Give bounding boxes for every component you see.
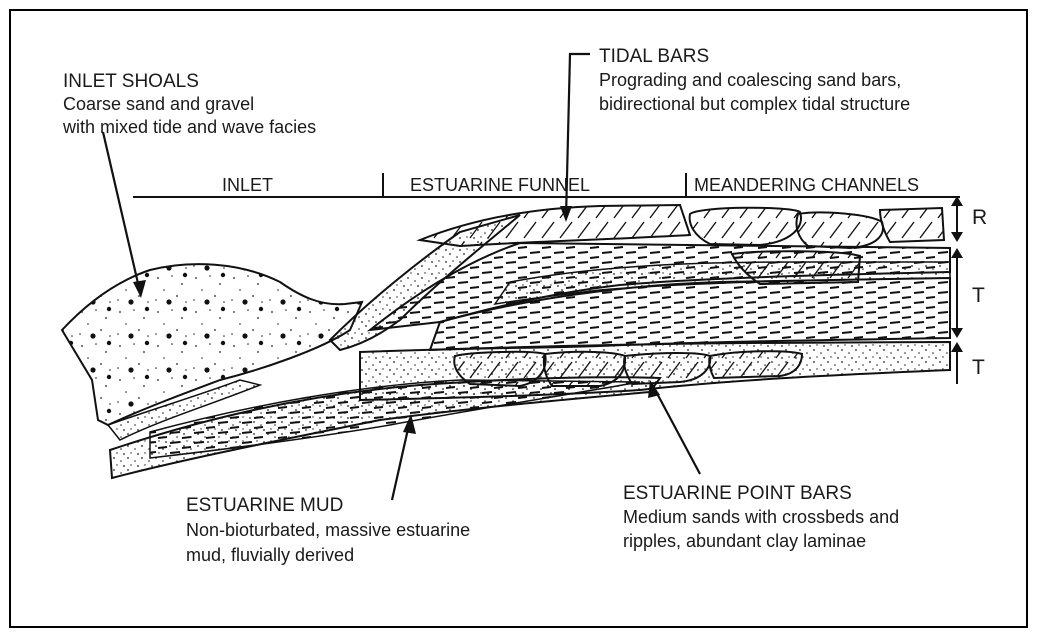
zone-label-estuarine-funnel: ESTUARINE FUNNEL — [410, 175, 590, 195]
point-bars-line1: Medium sands with crossbeds and — [623, 507, 899, 527]
estuarine-mud-line2: mud, fluvially derived — [186, 545, 354, 565]
channel-bar-lens — [880, 208, 944, 242]
side-label-t-upper: T — [972, 284, 985, 307]
inlet-shoals-title: INLET SHOALS — [63, 71, 199, 92]
section-marker-t-lower — [951, 342, 963, 384]
inlet-shoals-line1: Coarse sand and gravel — [63, 94, 254, 114]
section-marker-t-upper — [951, 248, 963, 338]
point-bars-line2: ripples, abundant clay laminae — [623, 531, 866, 551]
estuarine-mud-title: ESTUARINE MUD — [186, 495, 343, 516]
point-bar-lens — [454, 352, 545, 386]
side-label-r: R — [972, 206, 987, 229]
side-label-t-lower: T — [972, 356, 985, 379]
channel-bar-lens — [690, 208, 801, 245]
zone-label-meandering-channels: MEANDERING CHANNELS — [694, 175, 919, 195]
zone-label-inlet: INLET — [222, 175, 273, 195]
channel-bar-lens — [796, 212, 882, 248]
section-marker-r — [951, 196, 963, 242]
inlet-shoals-line2: with mixed tide and wave facies — [62, 117, 316, 137]
tidal-bars-line1: Prograding and coalescing sand bars, — [599, 70, 901, 90]
point-bar-lens — [709, 351, 802, 378]
tidal-bars-line2: bidirectional but complex tidal structur… — [599, 94, 910, 114]
point-bars-arrow — [648, 380, 700, 474]
point-bar-lens — [544, 352, 625, 386]
tidal-bars-title: TIDAL BARS — [599, 46, 709, 67]
point-bars-title: ESTUARINE POINT BARS — [623, 483, 852, 504]
tidal-bar-sheet — [420, 205, 690, 246]
estuarine-mud-arrow — [392, 414, 416, 500]
estuarine-mud-line1: Non-bioturbated, massive estuarine — [186, 520, 470, 540]
